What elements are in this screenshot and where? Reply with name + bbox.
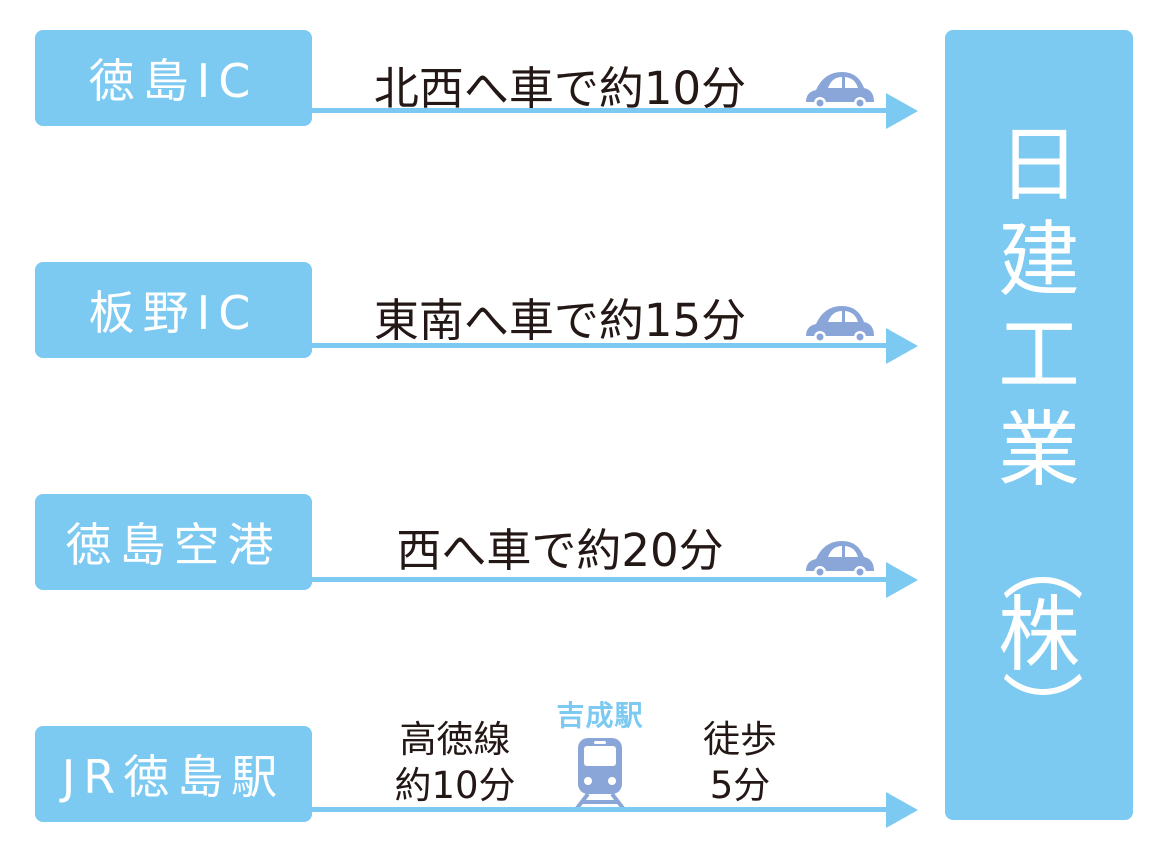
route-arrow-line [312, 807, 892, 812]
route-direction: 西へ車で約20分 [396, 524, 724, 577]
walk-time-label: 5分 [709, 764, 771, 807]
destination-char: 株 [997, 588, 1080, 683]
route-arrow-line [312, 343, 892, 348]
destination-char: 日 [997, 118, 1080, 213]
car-icon [806, 72, 874, 109]
destination-box: 日 建 工 業 （ 株 ） [945, 30, 1133, 820]
route-arrow-head [886, 93, 918, 129]
route-arrow-line [312, 108, 892, 113]
destination-char: 建 [997, 213, 1080, 308]
station-name: 吉成駅 [556, 699, 644, 732]
car-icon [806, 541, 874, 578]
route-direction: 東南へ車で約15分 [373, 294, 747, 347]
train-time-label: 約10分 [394, 764, 516, 807]
origin-itano-ic: 板野IC [35, 262, 312, 358]
route-arrow-line [312, 577, 892, 582]
origin-tokushima-airport: 徳島空港 [35, 494, 312, 590]
route-direction: 北西へ車で約10分 [373, 62, 747, 115]
walk-label: 徒歩 [703, 718, 777, 761]
train-line-label: 高徳線 [399, 718, 511, 761]
origin-tokushima-ic: 徳島IC [35, 30, 312, 126]
destination-char: ） [992, 669, 1087, 752]
route-arrow-head [886, 562, 918, 598]
route-arrow-head [886, 792, 918, 828]
destination-char: 工 [997, 308, 1080, 403]
car-icon [806, 306, 874, 343]
destination-char: 業 [997, 403, 1080, 498]
route-arrow-head [886, 328, 918, 364]
train-icon [572, 738, 628, 812]
origin-jr-tokushima-station: JR徳島駅 [35, 726, 312, 822]
